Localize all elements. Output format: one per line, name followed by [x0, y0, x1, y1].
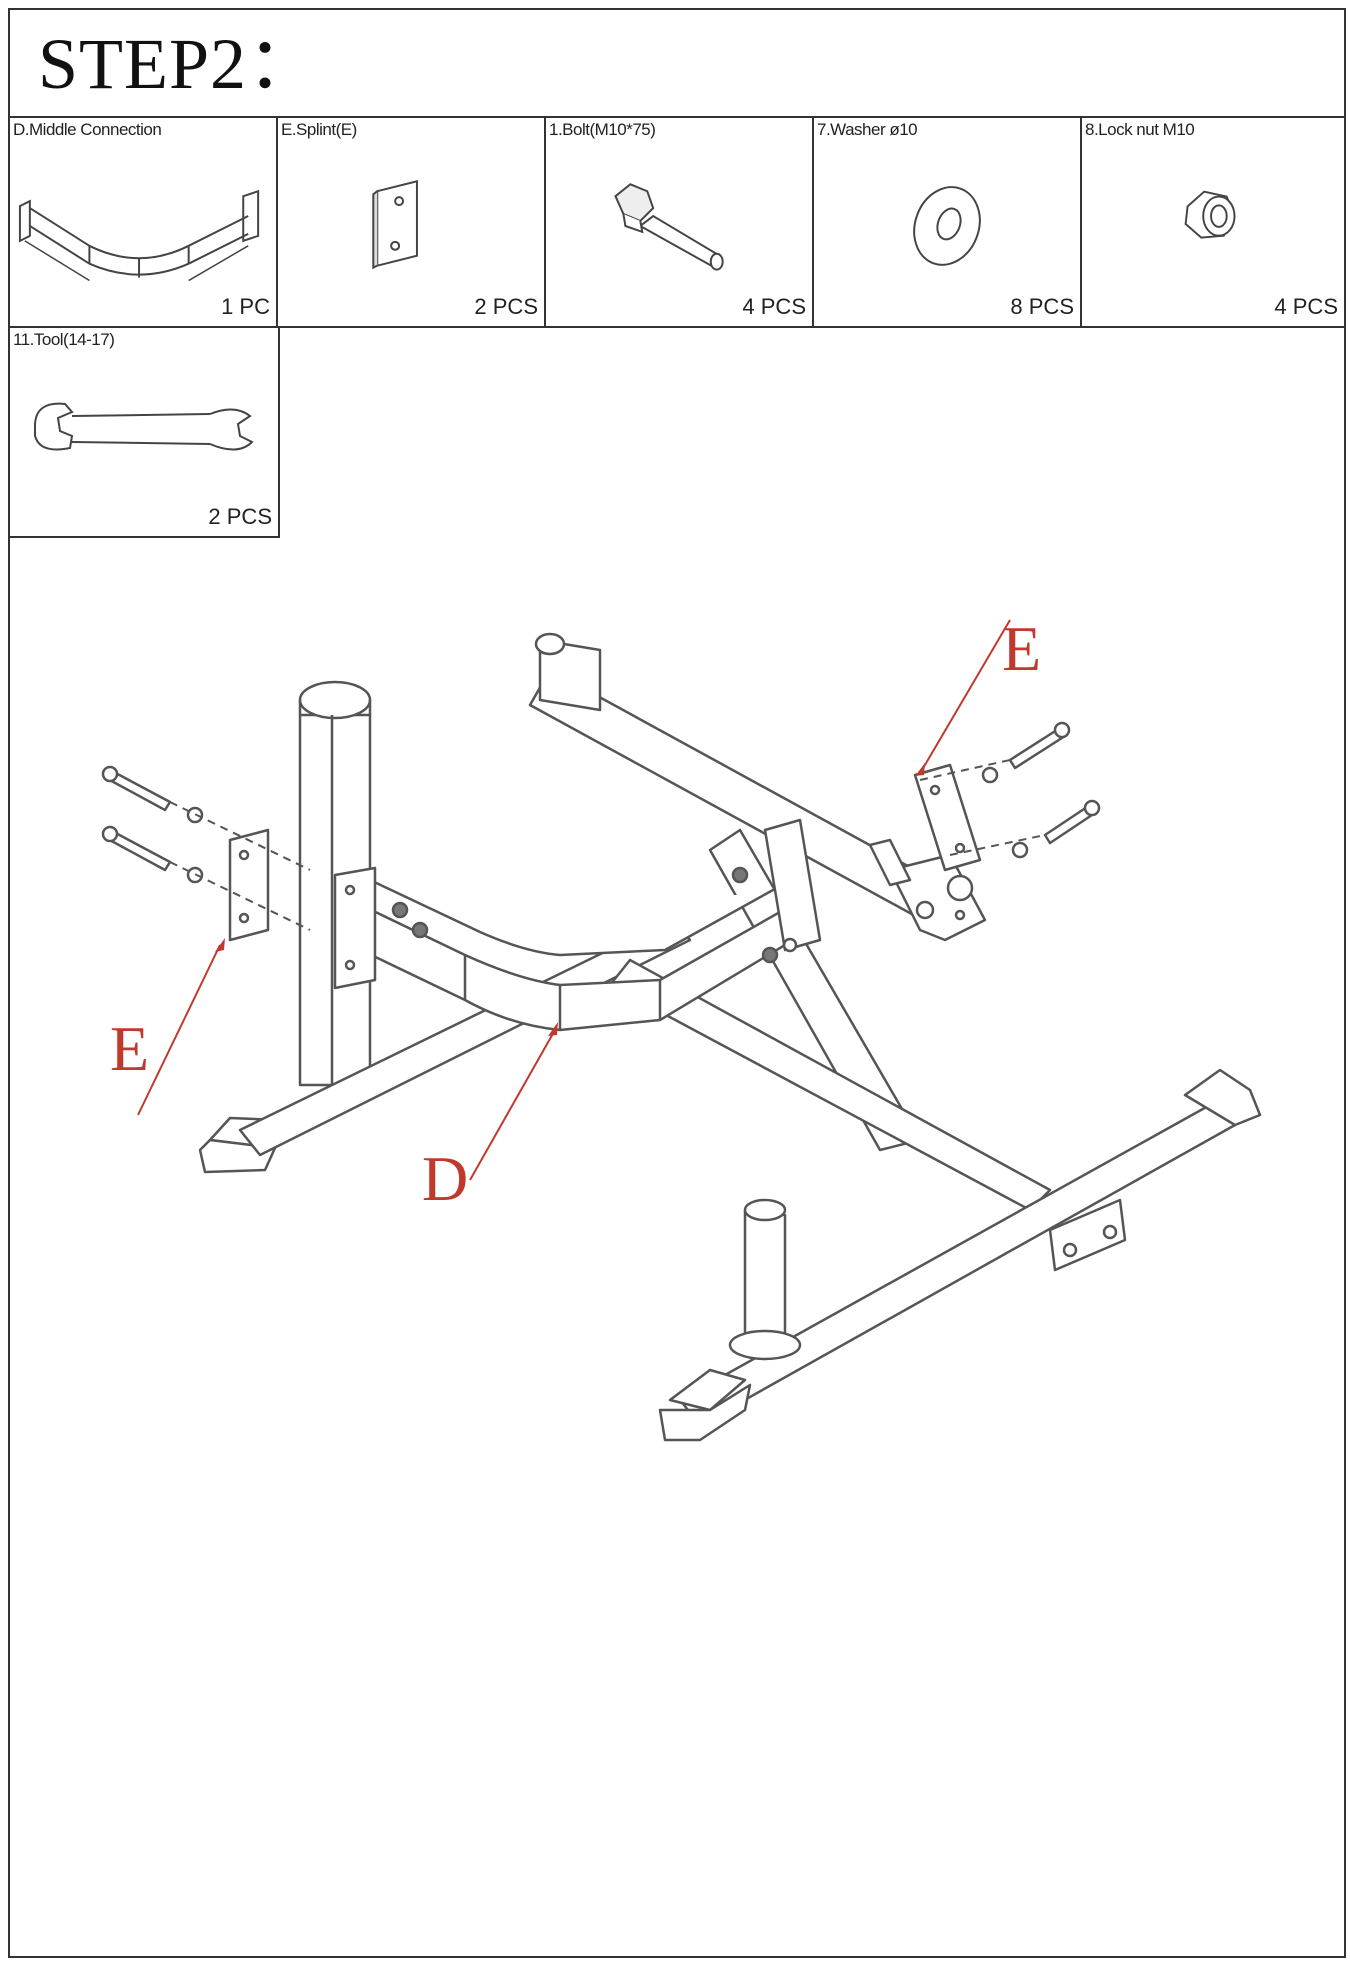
callout-label-e-left: E	[110, 1013, 149, 1084]
part-name: 1.Bolt(M10*75)	[549, 120, 656, 139]
callout-label-e-right: E	[1002, 613, 1041, 684]
part-name: D.Middle Connection	[13, 120, 162, 139]
part-qty: 2 PCS	[208, 504, 272, 529]
middle-connection-icon	[18, 189, 260, 282]
part-name: 8.Lock nut M10	[1085, 120, 1195, 139]
part-cell-washer: 7.Washer ø10 8 PCS	[814, 118, 1082, 326]
wrench-icon	[34, 402, 254, 451]
assembly-diagram: E E D	[101, 613, 1262, 1442]
part-name: 11.Tool(14-17)	[13, 330, 115, 349]
part-cell-lock-nut: 8.Lock nut M10 4 PCS	[1082, 118, 1344, 326]
lock-nut-icon	[1184, 190, 1236, 239]
splint-icon	[372, 180, 418, 270]
part-cell-middle-connection: D.Middle Connection 1 PC	[10, 118, 278, 326]
callout-label-d: D	[422, 1143, 468, 1214]
part-cell-tool: 11.Tool(14-17) 2 PCS	[10, 328, 278, 536]
part-cell-bolt: 1.Bolt(M10*75) 4 PCS	[546, 118, 814, 326]
bolt-icon	[614, 183, 724, 271]
washer-icon	[913, 186, 981, 266]
part-qty: 8 PCS	[1010, 294, 1074, 319]
assembly-page: STEP2： D.Middle Connection 1 PC E.Splint…	[8, 8, 1346, 1958]
part-qty: 4 PCS	[1274, 294, 1338, 319]
step-title: STEP2：	[38, 24, 321, 104]
title-bar: STEP2：	[10, 10, 1344, 118]
part-qty: 4 PCS	[742, 294, 806, 319]
part-qty: 2 PCS	[474, 294, 538, 319]
parts-list-row-1: D.Middle Connection 1 PC E.Splint(E)	[10, 118, 1344, 328]
part-qty: 1 PC	[221, 294, 270, 319]
part-name: 7.Washer ø10	[817, 120, 918, 139]
part-name: E.Splint(E)	[281, 120, 357, 139]
parts-list-row-2: 11.Tool(14-17) 2 PCS	[10, 328, 280, 538]
part-cell-splint: E.Splint(E) 2 PCS	[278, 118, 546, 326]
